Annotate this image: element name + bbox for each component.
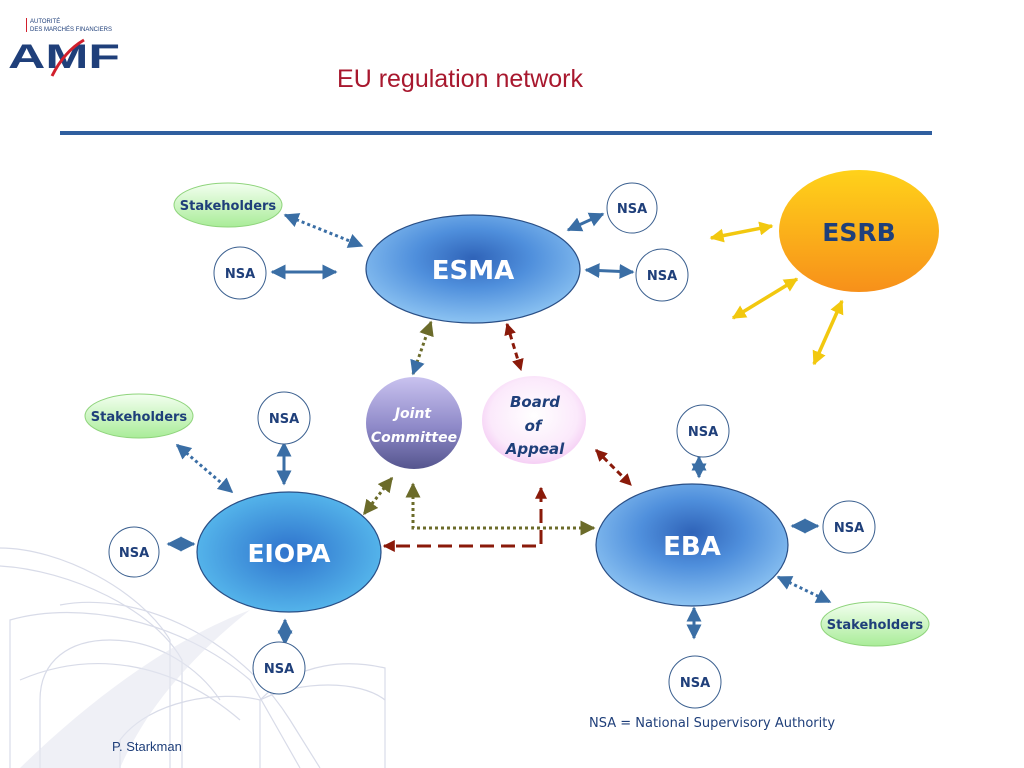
esma-node: ESMA [365,214,581,324]
nsa-eiopa-bottom-label: NSA [264,662,294,677]
arrow-esrb-eba [812,299,844,366]
logo-line-2: DES MARCHÉS FINANCIERS [30,26,112,33]
arrow-board-of-appeal-eiopa [382,486,547,552]
stakeholders-eiopa-label: Stakeholders [91,410,188,425]
arrow-esma-nsa-right [584,263,635,279]
joint-committee-label-line-2: Committee [371,430,457,446]
logo-line-1: AUTORITÉ [30,18,60,25]
board-of-appeal-node: Board of Appeal [482,376,586,464]
eba-node: EBA [595,483,789,607]
logo-swoosh [50,38,85,77]
stakeholders-eba-label: Stakeholders [827,618,924,633]
esrb-label: ESRB [822,218,895,247]
arrow-board-of-appeal-eba [594,448,633,487]
nsa-eba-right-label: NSA [834,521,864,536]
stakeholders-esma: Stakeholders [173,182,283,228]
board-of-appeal-label-line-1: Board [510,393,560,411]
nsa-eba-bottom: NSA [668,655,722,709]
stakeholders-eba: Stakeholders [820,601,930,647]
nsa-esma-left-label: NSA [225,267,255,282]
eba-label: EBA [663,532,721,562]
nsa-footnote: NSA = National Supervisory Authority [589,716,835,731]
nsa-eiopa-top-label: NSA [269,412,299,427]
arrow-esrb-esma [709,221,774,243]
nsa-eba-top: NSA [676,404,730,458]
arrow-board-of-appeal-esma [504,322,524,372]
nsa-eiopa-top: NSA [257,391,311,445]
board-of-appeal-label-line-3: Appeal [505,440,565,458]
nsa-eiopa-bottom: NSA [252,641,306,695]
header-rule [60,131,932,135]
eiopa-label: EIOPA [247,539,331,568]
nsa-eiopa-left-label: NSA [119,546,149,561]
joint-committee-node: Joint Committee [366,377,462,469]
stakeholders-eiopa: Stakeholders [84,393,194,439]
author-credit: P. Starkman [112,739,182,754]
board-of-appeal-label-line-2: of [525,417,544,435]
nsa-eba-top-label: NSA [688,425,718,440]
arrow-joint-committee-eiopa [362,476,394,516]
esrb-node: ESRB [779,170,939,292]
arrow-esrb-eiopa [731,277,799,320]
nsa-esma-right-label: NSA [647,269,677,284]
arrow-eiopa-stakeholders [175,443,234,494]
nsa-eiopa-left: NSA [108,526,160,578]
nsa-esma-right: NSA [635,248,689,302]
esma-label: ESMA [432,256,514,286]
arrow-joint-committee-esma [410,320,434,376]
background-sweep [20,610,250,768]
nsa-esma-topright: NSA [606,182,658,234]
arrow-esma-nsa-topright [566,212,605,232]
arrow-eba-stakeholders [776,575,832,604]
nsa-eba-right: NSA [822,500,876,554]
nsa-esma-topright-label: NSA [617,202,647,217]
page-title: EU regulation network [337,65,583,93]
stakeholders-esma-label: Stakeholders [180,199,277,214]
joint-committee-label-line-1: Joint [392,406,433,422]
nsa-eba-bottom-label: NSA [680,676,710,691]
nsa-esma-left: NSA [213,246,267,300]
connectors [166,212,844,646]
eiopa-node: EIOPA [196,491,382,613]
logo-divider [26,18,27,32]
arrow-joint-committee-eba [405,482,596,536]
arrow-esma-stakeholders [283,213,364,248]
amf-logo: AUTORITÉ DES MARCHÉS FINANCIERS AMF [8,18,120,77]
